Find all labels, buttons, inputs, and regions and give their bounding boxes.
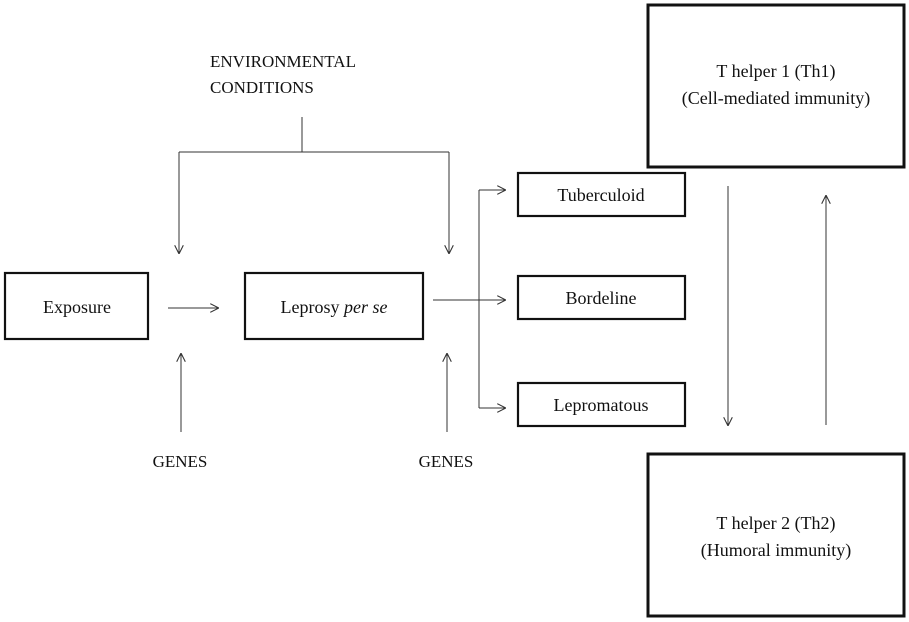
genes-left-label: GENES [153,452,208,471]
lepromatous-label: Lepromatous [554,395,649,415]
leprosy-box [243,271,425,341]
environment-label-line2: CONDITIONS [210,78,314,97]
th2-label-line1: T helper 2 (Th2) [716,513,835,534]
leprosy-label-main: Leprosy [281,297,344,317]
leprosy-label: Leprosy per se [281,297,388,317]
leprosy-label-italic: per se [342,297,388,317]
th2-label-line2: (Humoral immunity) [701,540,851,561]
tuberculoid-label: Tuberculoid [557,185,644,205]
th1-label-line2: (Cell-mediated immunity) [682,88,870,109]
genes-right-label: GENES [419,452,474,471]
environment-label-line1: ENVIRONMENTAL [210,52,356,71]
borderline-label: Bordeline [566,288,637,308]
exposure-box [3,271,150,341]
tuberculoid-box [516,171,687,218]
lepromatous-box [516,381,687,428]
borderline-box [516,274,687,321]
th2-box [646,452,906,618]
th1-box [646,3,906,169]
th1-label-line1: T helper 1 (Th1) [716,61,835,82]
exposure-label: Exposure [43,297,111,317]
